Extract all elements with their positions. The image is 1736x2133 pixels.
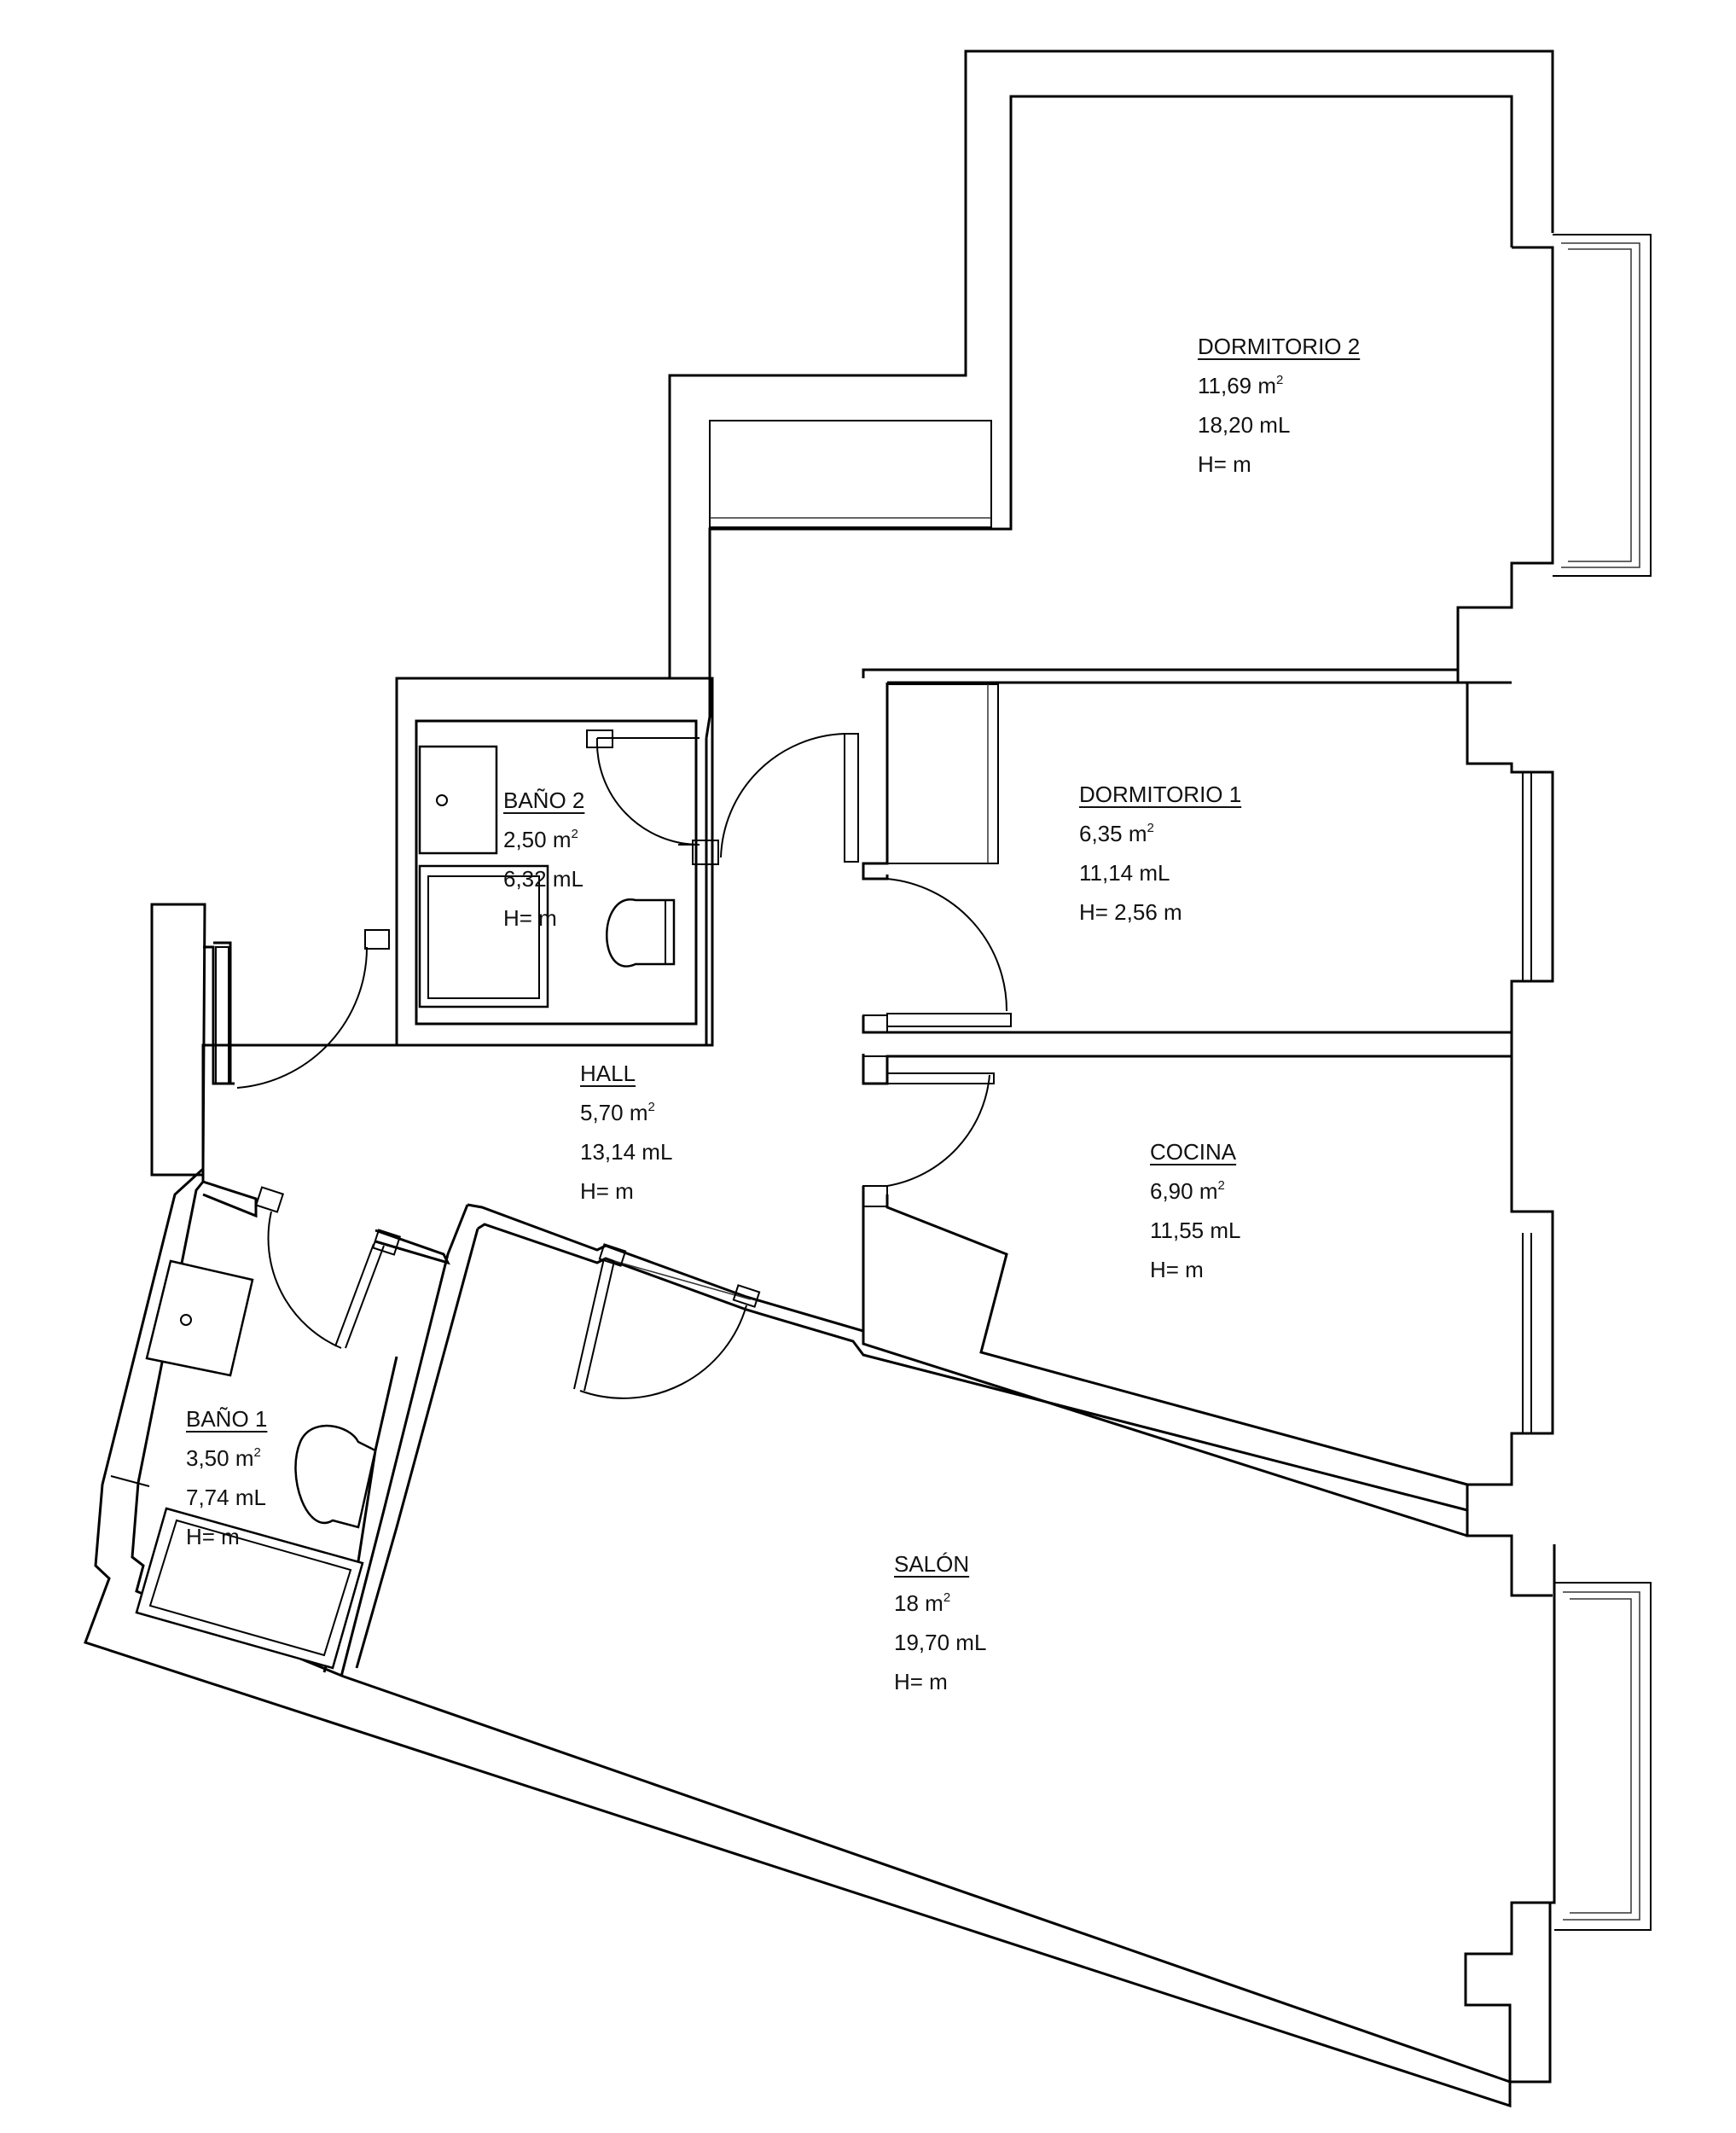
door-leaf-salon bbox=[584, 1260, 615, 1392]
toilet-bano1 bbox=[294, 1424, 377, 1529]
bathtub-bano1 bbox=[135, 1507, 364, 1670]
room-perimeter: 11,55 mL bbox=[1150, 1218, 1241, 1243]
balcony-bottom-inner bbox=[1563, 1591, 1640, 1921]
room-label-salon: SALÓN 18 m2 19,70 mL H= m bbox=[894, 1553, 986, 1693]
room-height: H= m bbox=[503, 905, 557, 931]
closet-dorm2 bbox=[709, 420, 992, 528]
shower-drain-bano2 bbox=[436, 794, 448, 806]
room-area: 6,90 m2 bbox=[1150, 1178, 1225, 1204]
salon-door-glass bbox=[613, 1260, 752, 1300]
room-perimeter: 7,74 mL bbox=[186, 1485, 266, 1510]
door-swing-bano2-a bbox=[595, 737, 700, 846]
room-area: 5,70 m2 bbox=[580, 1100, 655, 1125]
door-swing-entry bbox=[236, 946, 369, 1089]
room-label-cocina: COCINA 6,90 m2 11,55 mL H= m bbox=[1150, 1141, 1240, 1281]
room-perimeter: 6,32 mL bbox=[503, 866, 584, 892]
balcony-top-inner2 bbox=[1568, 248, 1632, 562]
room-height: H= m bbox=[186, 1524, 240, 1549]
bano1-right-wall bbox=[374, 1229, 450, 1265]
door-frame-cocina-lower bbox=[862, 1185, 888, 1207]
salon-top-wall-inner bbox=[477, 1223, 1468, 1512]
room-perimeter: 19,70 mL bbox=[894, 1630, 987, 1655]
balcony-bottom bbox=[1554, 1582, 1652, 1931]
salon-left-wall bbox=[340, 1204, 469, 1677]
dorm1-cocina-wall bbox=[862, 1015, 1512, 1034]
balcony-top-inner bbox=[1561, 242, 1640, 568]
room-height: H= m bbox=[1198, 451, 1251, 477]
door-swing-dorm2 bbox=[720, 733, 845, 858]
door-leaf-dorm2 bbox=[844, 733, 859, 863]
door-frame-salon-a bbox=[598, 1243, 627, 1267]
door-leaf-dorm1 bbox=[886, 1013, 1012, 1027]
room-name: HALL bbox=[580, 1061, 636, 1086]
exterior-wall-inner-right-top bbox=[1456, 246, 1554, 1597]
bano2-outer-wall bbox=[395, 677, 714, 1047]
bathroom1-outer bbox=[131, 1175, 345, 1678]
door-frame-bano2 bbox=[692, 840, 719, 865]
dorm1-top-wall-inner bbox=[862, 683, 889, 881]
balcony-top bbox=[1553, 234, 1652, 577]
door-leaf-bano1 bbox=[345, 1245, 385, 1349]
door-frame-bano1-b bbox=[371, 1229, 402, 1256]
room-label-bano-2: BAÑO 2 2,50 m2 6,32 mL H= m bbox=[503, 789, 584, 929]
door-frame-cocina bbox=[862, 1055, 888, 1084]
balcony-bottom-inner2 bbox=[1570, 1598, 1632, 1914]
room-name: DORMITORIO 1 bbox=[1079, 782, 1242, 807]
door-leaf-salon-b bbox=[573, 1258, 605, 1390]
wardrobe-dorm1 bbox=[886, 683, 999, 864]
room-perimeter: 18,20 mL bbox=[1198, 412, 1291, 438]
bathtub-inner-bano1 bbox=[148, 1519, 352, 1657]
room-name: COCINA bbox=[1150, 1139, 1237, 1165]
door-frame-bano1-a bbox=[254, 1186, 285, 1213]
room-height: H= 2,56 m bbox=[1079, 899, 1182, 925]
room-area: 2,50 m2 bbox=[503, 827, 578, 852]
room-perimeter: 11,14 mL bbox=[1079, 860, 1170, 886]
room-label-hall: HALL 5,70 m2 13,14 mL H= m bbox=[580, 1062, 672, 1202]
room-area: 3,50 m2 bbox=[186, 1445, 261, 1471]
room-height: H= m bbox=[580, 1178, 634, 1204]
toilet-tank-bano1 bbox=[357, 1450, 376, 1528]
room-area: 6,35 m2 bbox=[1079, 821, 1154, 846]
room-label-bano-1: BAÑO 1 3,50 m2 7,74 mL H= m bbox=[186, 1408, 267, 1548]
room-name: DORMITORIO 2 bbox=[1198, 334, 1361, 359]
salon-top-wall bbox=[467, 1203, 1468, 1537]
door-swing-salon bbox=[579, 1305, 747, 1399]
door-swing-bano1 bbox=[267, 1211, 342, 1349]
exterior-wall-inner-right-bottom bbox=[1464, 1901, 1554, 2082]
entry-wall-2 bbox=[213, 941, 232, 1084]
room-area: 11,69 m2 bbox=[1198, 373, 1284, 398]
door-leaf-bano1-b bbox=[334, 1243, 374, 1347]
room-label-dormitorio-2: DORMITORIO 2 11,69 m2 18,20 mL H= m bbox=[1198, 335, 1360, 475]
door-frame-entry bbox=[364, 929, 390, 950]
door-frame-dorm1 bbox=[862, 1014, 888, 1033]
salon-left-wall-inner bbox=[355, 1228, 479, 1669]
salon-outer-diagonal bbox=[343, 1675, 1511, 2084]
bano2-inner-wall bbox=[415, 719, 698, 1026]
bano1-counter bbox=[110, 1475, 150, 1487]
door-leaf-cocina bbox=[886, 1072, 995, 1084]
washbasin-bano1 bbox=[145, 1259, 254, 1377]
room-name: BAÑO 2 bbox=[503, 788, 585, 813]
toilet-bano2 bbox=[606, 898, 676, 968]
exterior-wall-inner bbox=[705, 95, 1513, 739]
bathtub-bano2 bbox=[418, 864, 549, 1008]
dorm1-top-wall bbox=[862, 668, 1458, 678]
entry-door-leaf bbox=[215, 946, 229, 1084]
dorm1-cocina-wall-lower bbox=[862, 1054, 1512, 1085]
room-area: 18 m2 bbox=[894, 1590, 951, 1616]
room-height: H= m bbox=[1150, 1257, 1204, 1282]
room-perimeter: 13,14 mL bbox=[580, 1139, 673, 1165]
shower-bano2 bbox=[418, 745, 498, 855]
door-swing-dorm1 bbox=[886, 878, 1008, 1012]
bano1-top-wall bbox=[202, 1180, 258, 1218]
room-label-dormitorio-1: DORMITORIO 1 6,35 m2 11,14 mL H= 2,56 m bbox=[1079, 783, 1241, 923]
door-frame-salon-b bbox=[732, 1284, 761, 1308]
room-name: SALÓN bbox=[894, 1551, 970, 1577]
washbasin-drain-bano1 bbox=[180, 1314, 192, 1326]
room-name: BAÑO 1 bbox=[186, 1406, 268, 1432]
room-height: H= m bbox=[894, 1669, 948, 1694]
bathtub-bano2-inner bbox=[427, 875, 540, 999]
door-swing-cocina bbox=[886, 1074, 990, 1187]
